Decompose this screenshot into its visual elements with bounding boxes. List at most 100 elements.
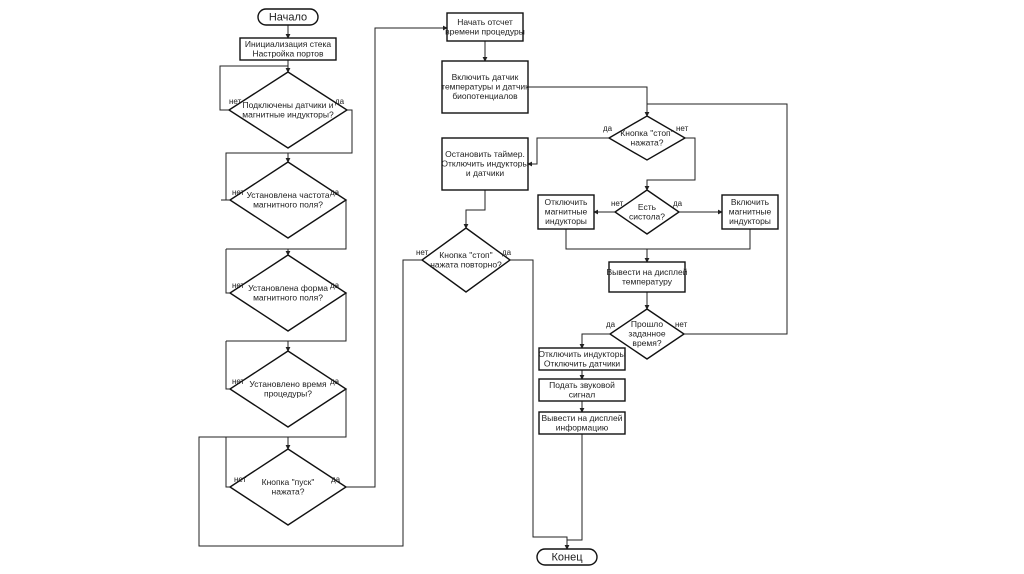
node-text-line: процедуры? bbox=[264, 388, 312, 398]
node-text-line: Установлено время bbox=[249, 379, 327, 389]
branch-label-yes: да bbox=[603, 124, 613, 133]
decision-diamond bbox=[228, 254, 348, 332]
edge-freq-yes bbox=[226, 200, 347, 250]
node-text-line: и датчики bbox=[466, 168, 504, 178]
edge-info-end bbox=[567, 434, 583, 541]
edge-stop-yes bbox=[527, 137, 609, 167]
node-text-line: Отключить индукторы bbox=[538, 349, 625, 359]
node-text-line: Настройка портов bbox=[252, 48, 324, 58]
node-d-stop-again: Кнопка "стоп"нажата повторно? bbox=[420, 227, 512, 293]
node-text-line: систола? bbox=[629, 211, 665, 221]
node-text-line: Прошло bbox=[631, 319, 663, 329]
process-box bbox=[538, 411, 626, 435]
node-text-line: Кнопка "пуск" bbox=[262, 477, 315, 487]
decision-diamond bbox=[420, 227, 512, 293]
node-text-line: Подать звуковой bbox=[549, 380, 615, 390]
edge-form-no bbox=[225, 249, 230, 294]
branch-label-yes: да bbox=[331, 475, 341, 484]
edge-again-yes bbox=[510, 259, 570, 550]
branch-label-no: нет bbox=[229, 97, 242, 106]
node-text-line: Отключить датчики bbox=[544, 358, 621, 368]
edge-freq-no bbox=[225, 153, 230, 201]
node-text-line: Установлена форма bbox=[248, 283, 328, 293]
process-box bbox=[608, 261, 686, 293]
node-text-line: магнитные индукторы? bbox=[242, 109, 334, 119]
node-text-line: Вывести на дисплей bbox=[607, 267, 688, 277]
branch-label-no: нет bbox=[232, 281, 245, 290]
node-text-line: сигнал bbox=[569, 389, 596, 399]
node-text-line: магнитные bbox=[545, 207, 588, 217]
edge-sensors-stop bbox=[528, 86, 650, 117]
branch-label-yes: да bbox=[330, 188, 340, 197]
edge-connected-no bbox=[219, 65, 288, 111]
terminator-shape bbox=[257, 8, 319, 26]
node-d-start-btn: Кнопка "пуск"нажата? bbox=[228, 448, 348, 526]
branch-label-no: нет bbox=[232, 188, 245, 197]
process-box bbox=[239, 37, 337, 61]
process-box bbox=[446, 12, 524, 42]
node-text-line: Включить датчик bbox=[452, 72, 519, 82]
node-text-line: Подключены датчики и bbox=[242, 100, 333, 110]
node-text-line: магнитного поля? bbox=[253, 199, 323, 209]
edge-elapsed-yes bbox=[579, 333, 610, 349]
node-text-line: Инициализация стека bbox=[245, 39, 331, 49]
decision-diamond bbox=[613, 189, 681, 235]
branch-label-yes: да bbox=[606, 320, 616, 329]
branch-label-no: нет bbox=[611, 199, 624, 208]
edge-again-no bbox=[198, 259, 422, 547]
edge-startbtn-yes bbox=[346, 25, 448, 488]
node-text-line: биопотенциалов bbox=[452, 91, 518, 101]
process-box bbox=[538, 347, 626, 371]
node-text-line: Отключить bbox=[545, 197, 589, 207]
branch-label-yes: да bbox=[673, 199, 683, 208]
branch-label-no: нет bbox=[232, 377, 245, 386]
node-text-line: заданное bbox=[628, 329, 665, 339]
branch-label-yes: да bbox=[502, 248, 512, 257]
node-text-line: Остановить таймер. bbox=[445, 149, 525, 159]
process-box bbox=[537, 194, 595, 230]
node-d-stop: Кнопка "стоп"нажата? bbox=[607, 115, 687, 161]
branch-label-yes: да bbox=[330, 377, 340, 386]
node-text-line: Вывести на дисплей bbox=[542, 413, 623, 423]
edge-form-yes bbox=[226, 293, 347, 342]
node-text-line: нажата? bbox=[272, 486, 305, 496]
branch-label-yes: да bbox=[335, 97, 345, 106]
edge-startbtn-no bbox=[225, 437, 230, 488]
edges-layer bbox=[198, 25, 788, 550]
node-end: Конец bbox=[536, 548, 598, 566]
process-box bbox=[538, 378, 626, 402]
edge-stop-no bbox=[644, 137, 696, 191]
process-box bbox=[441, 137, 529, 191]
node-text-line: Кнопка "стоп" bbox=[439, 250, 492, 260]
branch-label-yes: да bbox=[330, 281, 340, 290]
edge-stoptimer-again bbox=[463, 190, 486, 229]
node-text-line: температуру bbox=[622, 276, 673, 286]
process-box bbox=[441, 60, 529, 114]
decision-diamond bbox=[228, 161, 348, 239]
node-text-line: Начало bbox=[269, 11, 307, 23]
branch-label-no: нет bbox=[234, 475, 247, 484]
terminator-shape bbox=[536, 548, 598, 566]
node-text-line: нажата повторно? bbox=[430, 259, 502, 269]
edge-time-no bbox=[225, 341, 230, 390]
node-text-line: времени процедуры bbox=[445, 26, 525, 36]
node-text-line: индукторы bbox=[545, 216, 587, 226]
branch-label-no: нет bbox=[416, 248, 429, 257]
node-text-line: Установлена частота bbox=[246, 190, 329, 200]
decision-diamond bbox=[607, 115, 687, 161]
node-text-line: Есть bbox=[638, 202, 657, 212]
